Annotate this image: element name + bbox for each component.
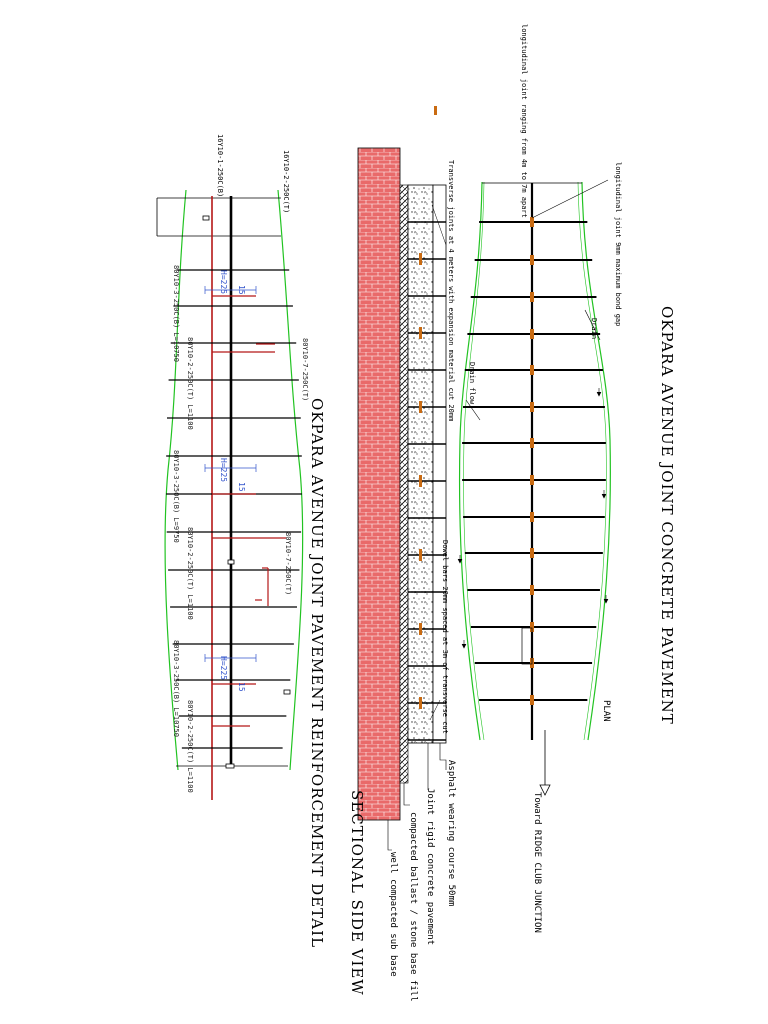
plan-leader-drain xyxy=(584,309,601,341)
reinf-top-label-1: 16Y10-1-250C(B) xyxy=(216,134,224,198)
plan-green-edge-right xyxy=(581,181,611,741)
plan-note-toward: Toward RIDGE CLUB JUNCTION xyxy=(532,792,542,933)
section-note-dowel: Dowel bars 20mm spaced at 3m of transver… xyxy=(441,540,449,734)
section-dowel xyxy=(419,697,422,709)
section-dowel xyxy=(419,549,422,561)
reinf-label-2: 80Y10-2-250C(T) L=1100 xyxy=(186,337,194,430)
reinf-dim-15-3: 15 xyxy=(237,682,246,692)
section-leader-dowel xyxy=(429,699,441,721)
plan-note-bond-gap: longitudinal joint 9mm maximum bond gap xyxy=(614,162,622,327)
plan-leader-gap xyxy=(531,179,609,219)
plan-green-edge-right-inner xyxy=(577,181,607,741)
section-view xyxy=(357,147,447,851)
plan-dowel xyxy=(530,475,534,485)
plan-note-drain: Drain xyxy=(590,318,598,340)
reinf-green-edge-left xyxy=(164,189,187,771)
section-dowel-bars xyxy=(419,253,422,709)
section-dowel xyxy=(419,475,422,487)
plan-note-drain-flow: Drain flow xyxy=(468,362,476,405)
plan-dowel xyxy=(530,622,534,632)
section-dowel xyxy=(419,623,422,635)
section-layer-subbase: well compacted sub base xyxy=(388,852,398,977)
reinforcement-view xyxy=(156,189,304,800)
plan-leader-drainflow xyxy=(465,399,481,421)
plan-flow-arrows xyxy=(457,388,609,649)
reinf-label-5: 80Y10-2-250C(T) L=1100 xyxy=(186,527,194,620)
plan-dowel xyxy=(530,329,534,339)
plan-title: OKPARA AVENUE JOINT CONCRETE PAVEMENT xyxy=(658,306,676,725)
section-dowel xyxy=(419,327,422,339)
reinf-label-7: 80Y10-3-250C(B) L=10750 xyxy=(172,640,180,737)
section-layer-asphalt: Asphalt wearing course 50mm xyxy=(446,760,456,907)
reinf-title: OKPARA AVENUE JOINT PAVEMENT REINFORCEME… xyxy=(308,398,326,949)
reinf-top-label-2: 16Y10-2-250C(T) xyxy=(282,150,290,214)
reinf-green-edge-right xyxy=(277,189,304,771)
reinf-dim-15-2: 15 xyxy=(237,482,246,492)
section-layer-concrete: Joint rigid concrete pavement xyxy=(425,788,435,946)
plan-detail-box xyxy=(521,627,533,665)
section-leader-transverse xyxy=(431,204,447,246)
plan-dowel xyxy=(530,438,534,448)
plan-dowel xyxy=(530,402,534,412)
section-subbase-brick xyxy=(357,147,401,821)
section-concrete-band xyxy=(407,184,434,744)
reinf-label-3: 80Y10-7-250C(T) xyxy=(301,338,309,402)
reinf-dim-h-2: H=225 xyxy=(219,458,228,483)
plan-view xyxy=(434,106,611,796)
section-title: SECTIONAL SIDE VIEW xyxy=(348,790,366,996)
section-note-transverse: Transverse joints at 4 meters with expan… xyxy=(447,160,455,422)
plan-note-longitudinal-range: longitudinal joint ranging from 4m to 7m… xyxy=(520,24,528,218)
plan-dowel xyxy=(530,585,534,595)
plan-dowel xyxy=(530,365,534,375)
reinf-transverse-bars xyxy=(166,269,302,749)
plan-dowel xyxy=(530,695,534,705)
section-ballast-band xyxy=(399,184,409,784)
section-layer-ballast: compacted ballast / stone base fill xyxy=(408,812,418,1002)
reinf-label-6: 80Y10-7-250C(T) xyxy=(284,532,292,596)
section-layer-leaders xyxy=(387,743,447,851)
reinf-dim-h-3: H=225 xyxy=(219,656,228,681)
section-dowel xyxy=(419,401,422,413)
reinf-red-leaders xyxy=(212,295,286,727)
reinf-blue-dimensions xyxy=(204,286,257,662)
plan-small-orange-mark xyxy=(434,106,437,115)
plan-label: PLAN xyxy=(601,700,611,722)
section-asphalt-band xyxy=(432,184,447,744)
section-dowel xyxy=(419,253,422,265)
plan-dowel xyxy=(530,512,534,522)
plan-dowel xyxy=(530,548,534,558)
section-transverse-joints xyxy=(408,221,446,741)
plan-toward-arrow xyxy=(539,730,551,796)
reinf-dim-h-1: H=225 xyxy=(219,270,228,295)
plan-dowel xyxy=(530,292,534,302)
reinf-label-4: 80Y10-3-250C(B) L=9750 xyxy=(172,450,180,543)
reinf-small-boxes xyxy=(202,215,291,769)
reinf-dim-15-1: 15 xyxy=(237,285,246,295)
reinf-label-8: 80Y10-2-250C(T) L=1100 xyxy=(186,700,194,793)
plan-dowel xyxy=(530,217,534,227)
plan-green-edge-left xyxy=(458,181,483,741)
reinf-label-1: 80Y10-3-250C(B) L=10750 xyxy=(172,265,180,362)
plan-dowel xyxy=(530,255,534,265)
plan-green-edge-left-inner xyxy=(463,181,485,741)
